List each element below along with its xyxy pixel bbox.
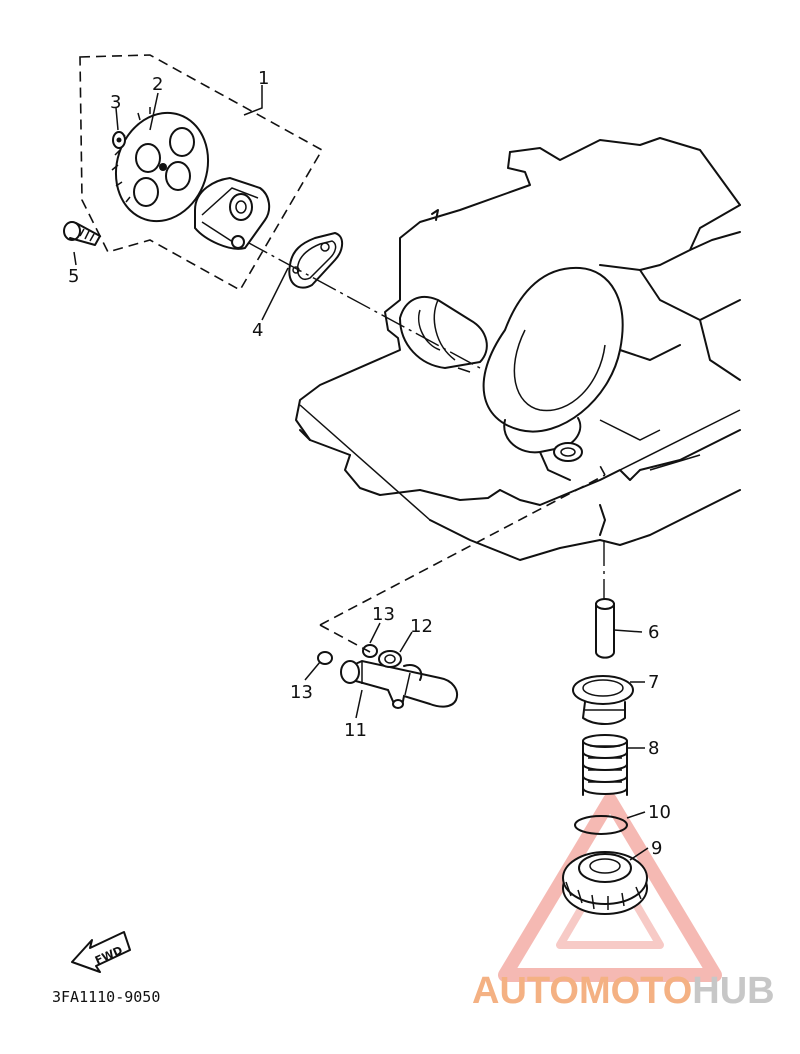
drain-plug bbox=[562, 851, 648, 915]
gasket bbox=[288, 232, 344, 289]
watermark-triangle bbox=[498, 793, 722, 982]
pump-axis-line bbox=[209, 221, 481, 369]
callout-3: 3 bbox=[110, 92, 121, 113]
callout-6: 6 bbox=[648, 622, 659, 643]
callout-7: 7 bbox=[648, 672, 659, 693]
diagram-code: 3FA1110-9050 bbox=[52, 988, 160, 1006]
watermark-text-b: HUB bbox=[692, 970, 774, 1012]
delivery-pipe bbox=[340, 659, 458, 709]
oil-pump-body bbox=[194, 176, 271, 250]
callout-2: 2 bbox=[152, 74, 163, 95]
callout-4: 4 bbox=[252, 320, 263, 341]
callout-9: 9 bbox=[651, 838, 662, 859]
leader-lines bbox=[73, 85, 649, 861]
o-ring-small-upper bbox=[362, 644, 378, 658]
callout-13-lower: 13 bbox=[290, 682, 313, 703]
bolt bbox=[63, 221, 101, 246]
washer bbox=[112, 131, 126, 149]
spring bbox=[582, 734, 628, 796]
group-box-delivery-pipe bbox=[319, 461, 606, 653]
fwd-label: FWD bbox=[93, 944, 125, 968]
callout-12: 12 bbox=[410, 616, 433, 637]
watermark-text: AUTOMOTOHUB bbox=[472, 970, 775, 1012]
driven-gear bbox=[111, 107, 210, 223]
callout-8: 8 bbox=[648, 738, 659, 759]
copper-washer bbox=[378, 650, 402, 668]
pipe bbox=[595, 598, 615, 659]
forward-direction-arrow: FWD bbox=[71, 931, 131, 973]
callout-5: 5 bbox=[68, 266, 79, 287]
o-ring-small-lower bbox=[317, 651, 333, 665]
o-ring-large bbox=[574, 815, 628, 835]
group-box-oil-pump bbox=[79, 54, 324, 292]
callout-10: 10 bbox=[648, 802, 671, 823]
watermark-text-a: AUTOMOTO bbox=[472, 970, 692, 1012]
callout-labels: 1 2 3 4 5 6 7 8 9 10 11 12 13 13 bbox=[68, 68, 671, 859]
callout-13-upper: 13 bbox=[372, 604, 395, 625]
callout-11: 11 bbox=[344, 720, 367, 741]
crankcase-outline bbox=[295, 137, 741, 561]
strainer-cap bbox=[572, 675, 634, 725]
callout-1: 1 bbox=[258, 68, 269, 89]
